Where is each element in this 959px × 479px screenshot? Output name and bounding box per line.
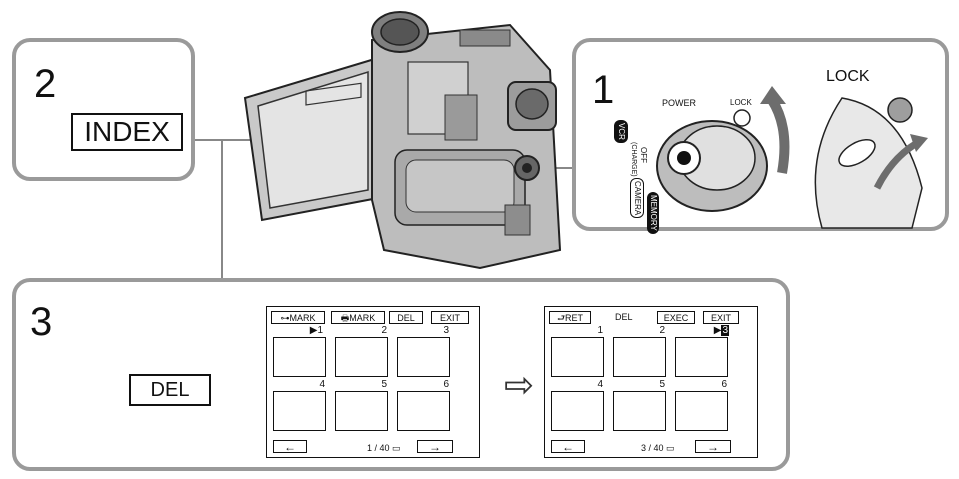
cell-number-3: 3 — [443, 325, 449, 336]
step-2-number: 2 — [34, 62, 57, 106]
page-counter-after: 3 / 40 ▭ — [641, 443, 675, 453]
step-3-number: 3 — [30, 300, 53, 344]
print-mark-button: 🖶MARK — [331, 311, 385, 324]
thumbnail-cell-6 — [397, 391, 450, 431]
cursor-marker-icon: ▶ — [713, 325, 722, 336]
cell-number-2-after: 2 — [659, 325, 665, 336]
step-1-panel: 1 POWER LOCK VCR OFF (CHARGE) CAMERA MEM… — [572, 38, 949, 234]
cell-number-1: ▶1 — [309, 325, 323, 336]
cell-number-2: 2 — [381, 325, 387, 336]
prev-page-button: ← — [273, 440, 307, 453]
thumbnail-cell-1 — [273, 337, 326, 377]
cell-number-5: 5 — [381, 379, 387, 390]
dial-lock-label: LOCK — [730, 98, 752, 107]
right-arrow-icon: ⇨ — [504, 364, 535, 405]
index-button: INDEX — [71, 113, 183, 151]
page-counter: 1 / 40 ▭ — [367, 443, 401, 453]
lock-key-icon: ⊶ — [280, 313, 290, 323]
cell-number-5-after: 5 — [659, 379, 665, 390]
del-mode-label: DEL — [615, 312, 633, 322]
power-dial-illustration — [656, 86, 928, 229]
cell-number-6: 6 — [443, 379, 449, 390]
step-2-panel: 2 INDEX — [12, 38, 195, 181]
thumbnail-cell-4-after — [551, 391, 604, 431]
lock-callout-label: LOCK — [826, 68, 870, 85]
thumbnail-cell-2-after — [613, 337, 666, 377]
lock-mark-button: ⊶MARK — [271, 311, 325, 324]
cell-number-6-after: 6 — [721, 379, 727, 390]
exit-screen-button-after: EXIT — [703, 311, 739, 324]
thumbnail-cell-4 — [273, 391, 326, 431]
step-1-number: 1 — [592, 68, 615, 112]
thumbnail-cell-3-after — [675, 337, 728, 377]
del-button: DEL — [129, 374, 211, 406]
thumbnail-cell-1-after — [551, 337, 604, 377]
del-screen-button: DEL — [389, 311, 423, 324]
power-label: POWER — [662, 98, 697, 108]
return-icon: ⮐ — [556, 313, 566, 323]
thumbnail-cell-3 — [397, 337, 450, 377]
cell-number-4: 4 — [319, 379, 325, 390]
print-icon: 🖶 — [340, 313, 350, 323]
next-page-button-after: → — [695, 440, 731, 453]
exit-screen-button: EXIT — [431, 311, 469, 324]
exec-button: EXEC — [657, 311, 695, 324]
cell-number-1-after: 1 — [597, 325, 603, 336]
thumbnail-cell-5-after — [613, 391, 666, 431]
thumbnail-cell-5 — [335, 391, 388, 431]
memory-card-icon: ▭ — [392, 443, 401, 453]
index-screen-after: ⮐RET DEL EXEC EXIT 1 2 ▶3 4 5 6 ← 3 / 40… — [544, 306, 758, 458]
step-3-panel: 3 DEL ⊶MARK 🖶MARK DEL EXIT ▶1 2 3 4 5 6 … — [12, 278, 790, 471]
cursor-marker-icon: ▶ — [309, 325, 318, 336]
cell-number-3-after: ▶3 — [713, 325, 729, 336]
next-page-button: → — [417, 440, 453, 453]
cell-number-4-after: 4 — [597, 379, 603, 390]
prev-page-button-after: ← — [551, 440, 585, 453]
index-screen-before: ⊶MARK 🖶MARK DEL EXIT ▶1 2 3 4 5 6 ← 1 / … — [266, 306, 480, 458]
ret-button: ⮐RET — [549, 311, 591, 324]
thumbnail-cell-2 — [335, 337, 388, 377]
memory-card-icon: ▭ — [666, 443, 675, 453]
thumbnail-cell-6-after — [675, 391, 728, 431]
